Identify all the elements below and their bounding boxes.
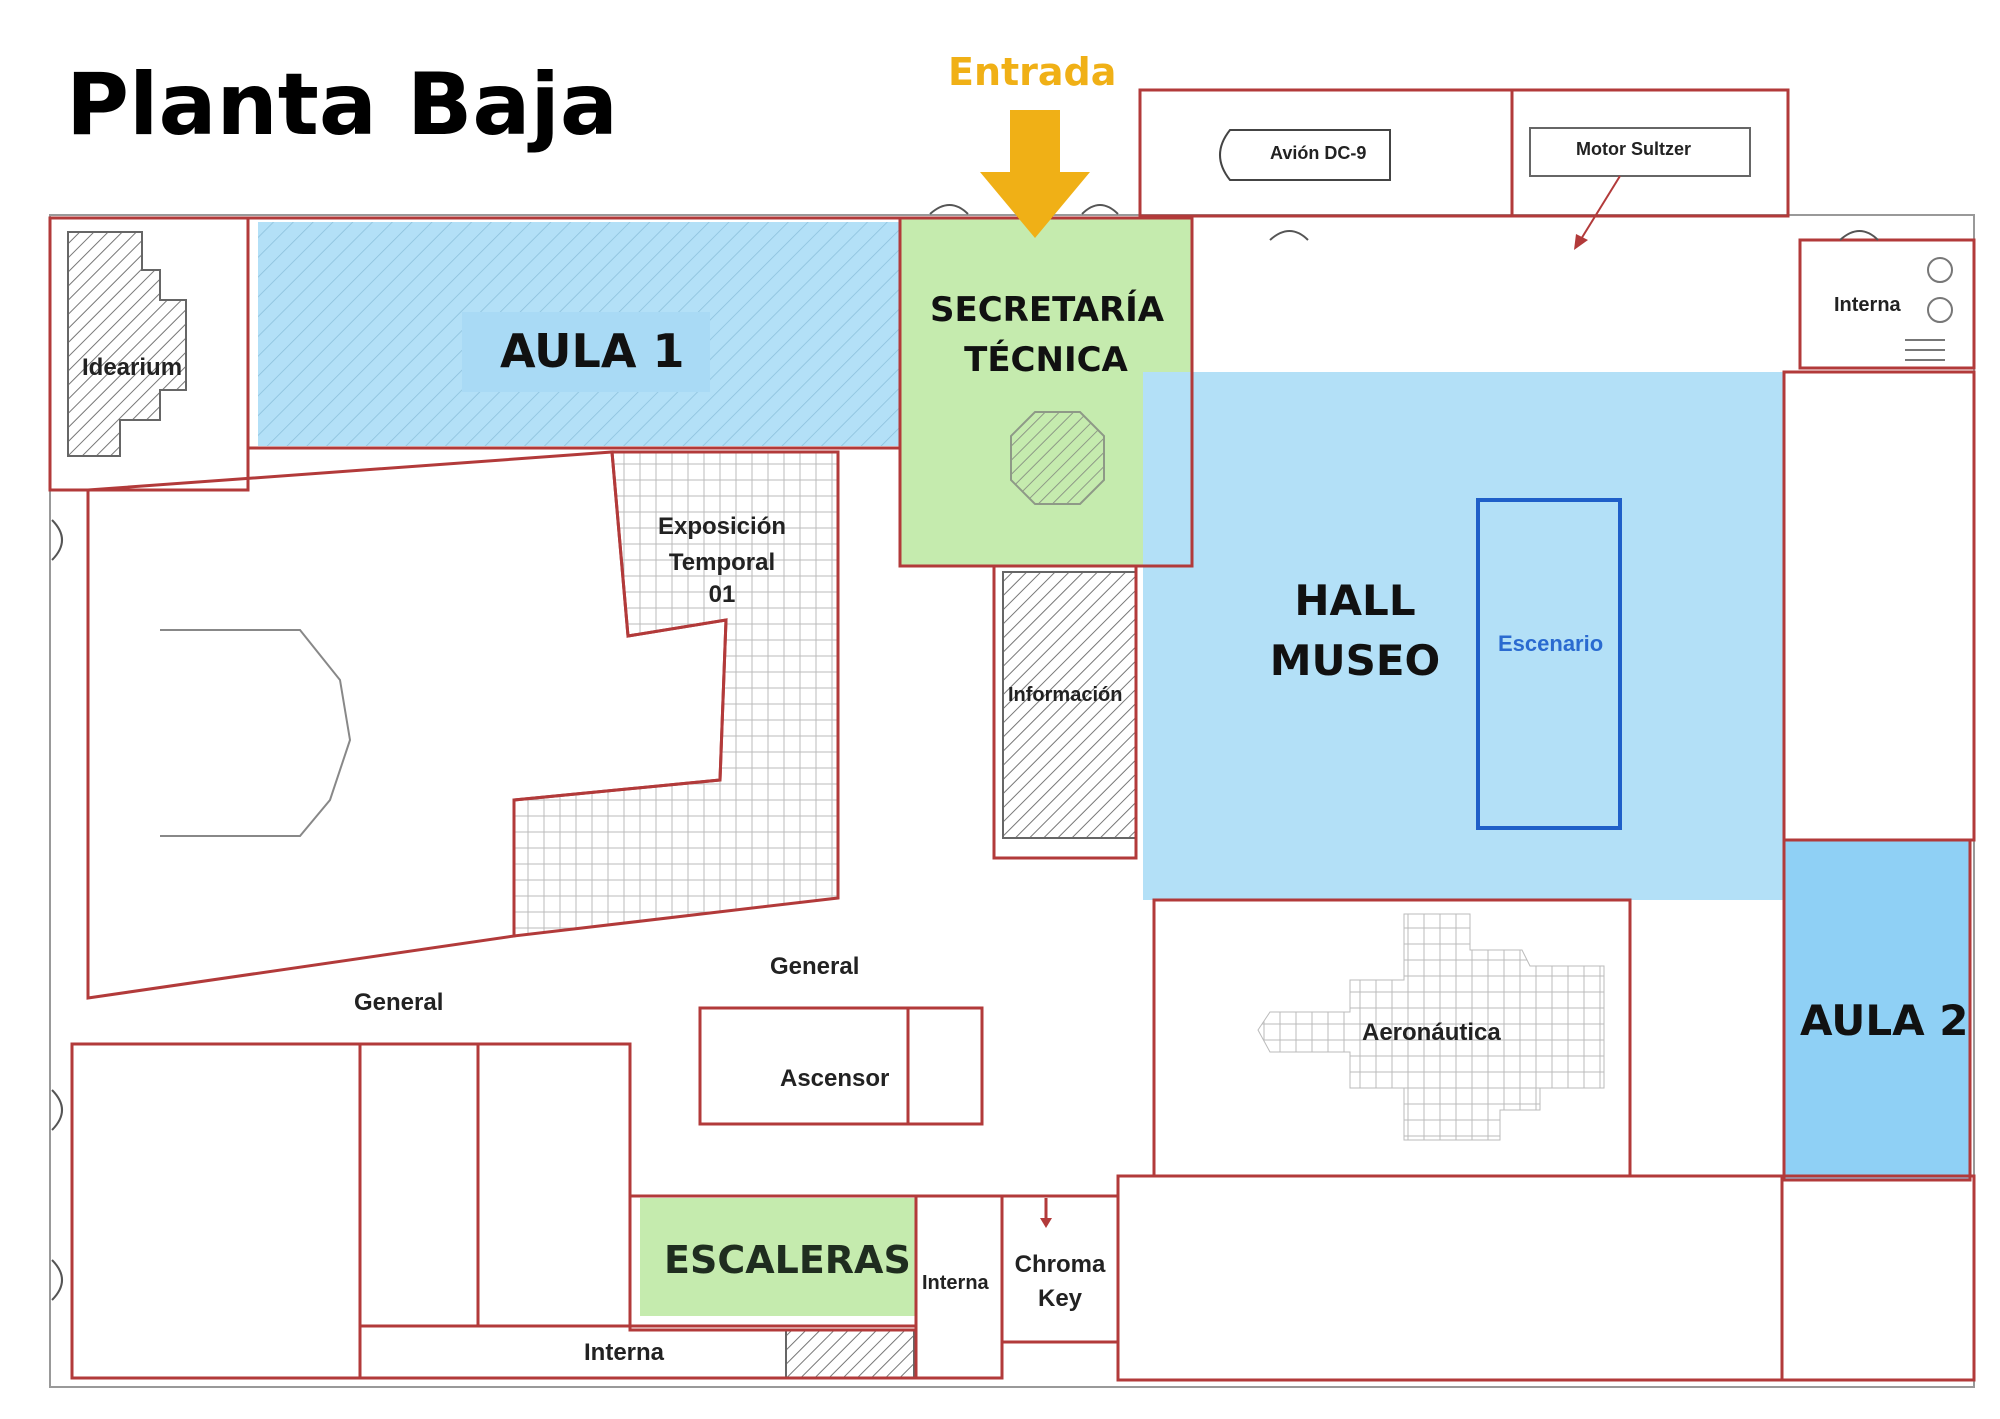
room-aula-2: AULA 2 bbox=[1800, 996, 1969, 1045]
aeronautica-exhibit bbox=[1257, 913, 1605, 1141]
label-aeronautica: Aeronáutica bbox=[1362, 1019, 1501, 1046]
idearium-block bbox=[67, 231, 187, 457]
chroma-arrow-head bbox=[1040, 1218, 1052, 1228]
label-avion-dc9: Avión DC-9 bbox=[1270, 143, 1367, 163]
escenario-outline bbox=[1476, 498, 1622, 830]
label-interna-bottom: Interna bbox=[584, 1339, 665, 1366]
room-secretaria-tecnica-line1: SECRETARÍA bbox=[930, 290, 1165, 330]
room-aula-1: AULA 1 bbox=[500, 324, 685, 378]
left-hall-room bbox=[86, 450, 728, 1000]
label-exposicion-line2: Temporal bbox=[668, 549, 776, 576]
label-escenario: Escenario bbox=[1498, 631, 1604, 656]
room-walls bbox=[48, 88, 1976, 1382]
page-title: Planta Baja bbox=[66, 55, 618, 155]
label-chroma-key-line1: Chroma bbox=[1014, 1251, 1106, 1278]
room-escaleras: ESCALERAS bbox=[664, 1238, 911, 1282]
label-exposicion-line1: Exposición bbox=[657, 513, 787, 540]
left-hall-structure bbox=[160, 629, 352, 837]
escaleras-area bbox=[640, 1198, 916, 1316]
label-motor-sultzer: Motor Sultzer bbox=[1576, 139, 1691, 159]
motor-arrow bbox=[1577, 175, 1621, 245]
door-arcs bbox=[51, 204, 1879, 1301]
label-interna-top: Interna bbox=[1834, 294, 1901, 316]
maquina-octagon bbox=[1010, 411, 1105, 505]
avion-dc9-shape bbox=[1219, 129, 1391, 181]
label-ascensor: Ascensor bbox=[780, 1065, 890, 1092]
label-interna-mid: Interna bbox=[922, 1272, 989, 1294]
room-hall-museo-line2: MUSEO bbox=[1269, 636, 1441, 685]
informacion-block bbox=[1002, 571, 1137, 839]
stairs-icon bbox=[1905, 257, 1953, 361]
hall-museo-area bbox=[1143, 372, 1784, 900]
label-general-center: General bbox=[770, 953, 860, 980]
label-exposicion-line3: 01 bbox=[708, 581, 736, 608]
motor-sultzer-shape bbox=[1529, 127, 1751, 177]
label-idearium: Idearium bbox=[82, 354, 183, 381]
label-informacion: Información bbox=[1008, 684, 1123, 706]
motor-arrow-head bbox=[1574, 234, 1588, 250]
entrance-label: Entrada bbox=[948, 50, 1117, 94]
room-hall-museo-line1: HALL bbox=[1294, 576, 1416, 625]
almacen-block bbox=[785, 1329, 915, 1379]
entrance-arrow-icon bbox=[980, 110, 1090, 238]
label-chroma-key-line2: Key bbox=[1037, 1285, 1083, 1312]
aula-2-area bbox=[1784, 840, 1970, 1180]
label-general-left: General bbox=[354, 989, 444, 1016]
room-secretaria-tecnica-line2: TÉCNICA bbox=[964, 340, 1128, 380]
aula-1-label-bg bbox=[462, 312, 710, 392]
